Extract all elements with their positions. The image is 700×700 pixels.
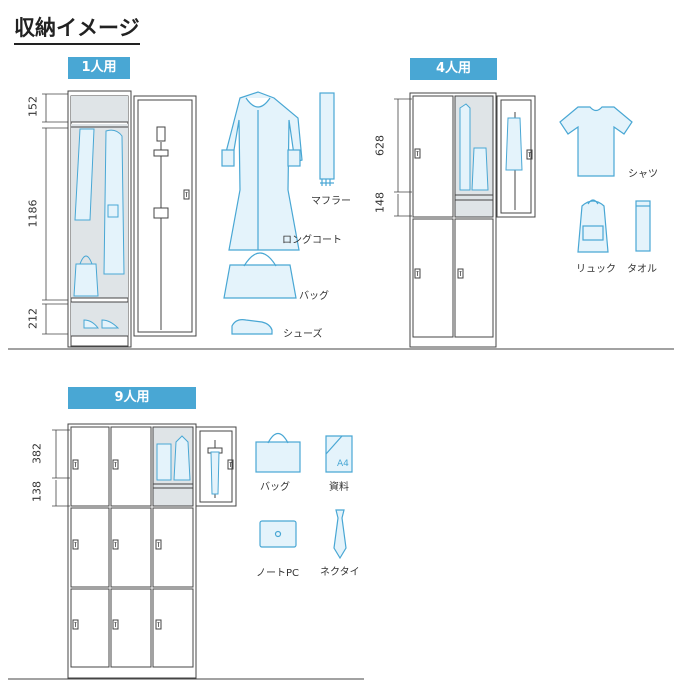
- dimension-lines-four-person: [394, 98, 412, 217]
- shoes-icon: [231, 319, 273, 335]
- label-backpack: リュック: [576, 264, 616, 275]
- label-shirt: シャツ: [628, 169, 658, 180]
- dim-one-person-bottom: 212: [26, 308, 40, 329]
- locker-one-person-items: [73, 128, 125, 329]
- document-mark-a4: A4: [337, 459, 349, 469]
- tag-four-person: 4人用: [410, 58, 497, 80]
- dim-nine-person-top: 382: [30, 443, 44, 464]
- necktie-icon: [333, 509, 347, 560]
- bag-icon-one-person: [223, 252, 297, 299]
- dim-four-person-bottom: 148: [373, 192, 387, 213]
- shirt-icon: [559, 106, 633, 177]
- label-necktie: ネクタイ: [320, 567, 360, 578]
- label-laptop: ノートPC: [256, 568, 300, 579]
- bag-icon-nine-person: [255, 432, 301, 473]
- label-shoes: シューズ: [283, 329, 323, 340]
- label-document: 資料: [329, 482, 349, 493]
- label-bag-one-person: バッグ: [299, 291, 329, 302]
- dim-nine-person-bottom: 138: [30, 481, 44, 502]
- locker-four-person-items: [459, 103, 523, 191]
- dim-four-person-top: 628: [373, 135, 387, 156]
- laptop-icon: [259, 520, 297, 548]
- document-icon: [325, 435, 353, 473]
- towel-icon: [635, 200, 651, 252]
- label-muffler: マフラー: [311, 196, 351, 207]
- backpack-icon: [577, 199, 609, 253]
- label-towel: タオル: [627, 264, 657, 275]
- dimension-lines-nine-person: [52, 429, 70, 507]
- locker-nine-person-items: [156, 435, 220, 495]
- dim-one-person-top: 152: [26, 96, 40, 117]
- muffler-icon: [319, 92, 335, 186]
- tag-one-person: 1人用: [68, 57, 130, 79]
- dim-one-person-middle: 1186: [26, 199, 40, 228]
- long-coat-icon: [221, 91, 303, 251]
- tag-nine-person: 9人用: [68, 387, 196, 409]
- dimension-lines-one-person: [42, 93, 68, 335]
- label-bag-nine-person: バッグ: [260, 482, 290, 493]
- label-long-coat: ロングコート: [282, 235, 342, 246]
- page-title: 収納イメージ: [14, 14, 140, 45]
